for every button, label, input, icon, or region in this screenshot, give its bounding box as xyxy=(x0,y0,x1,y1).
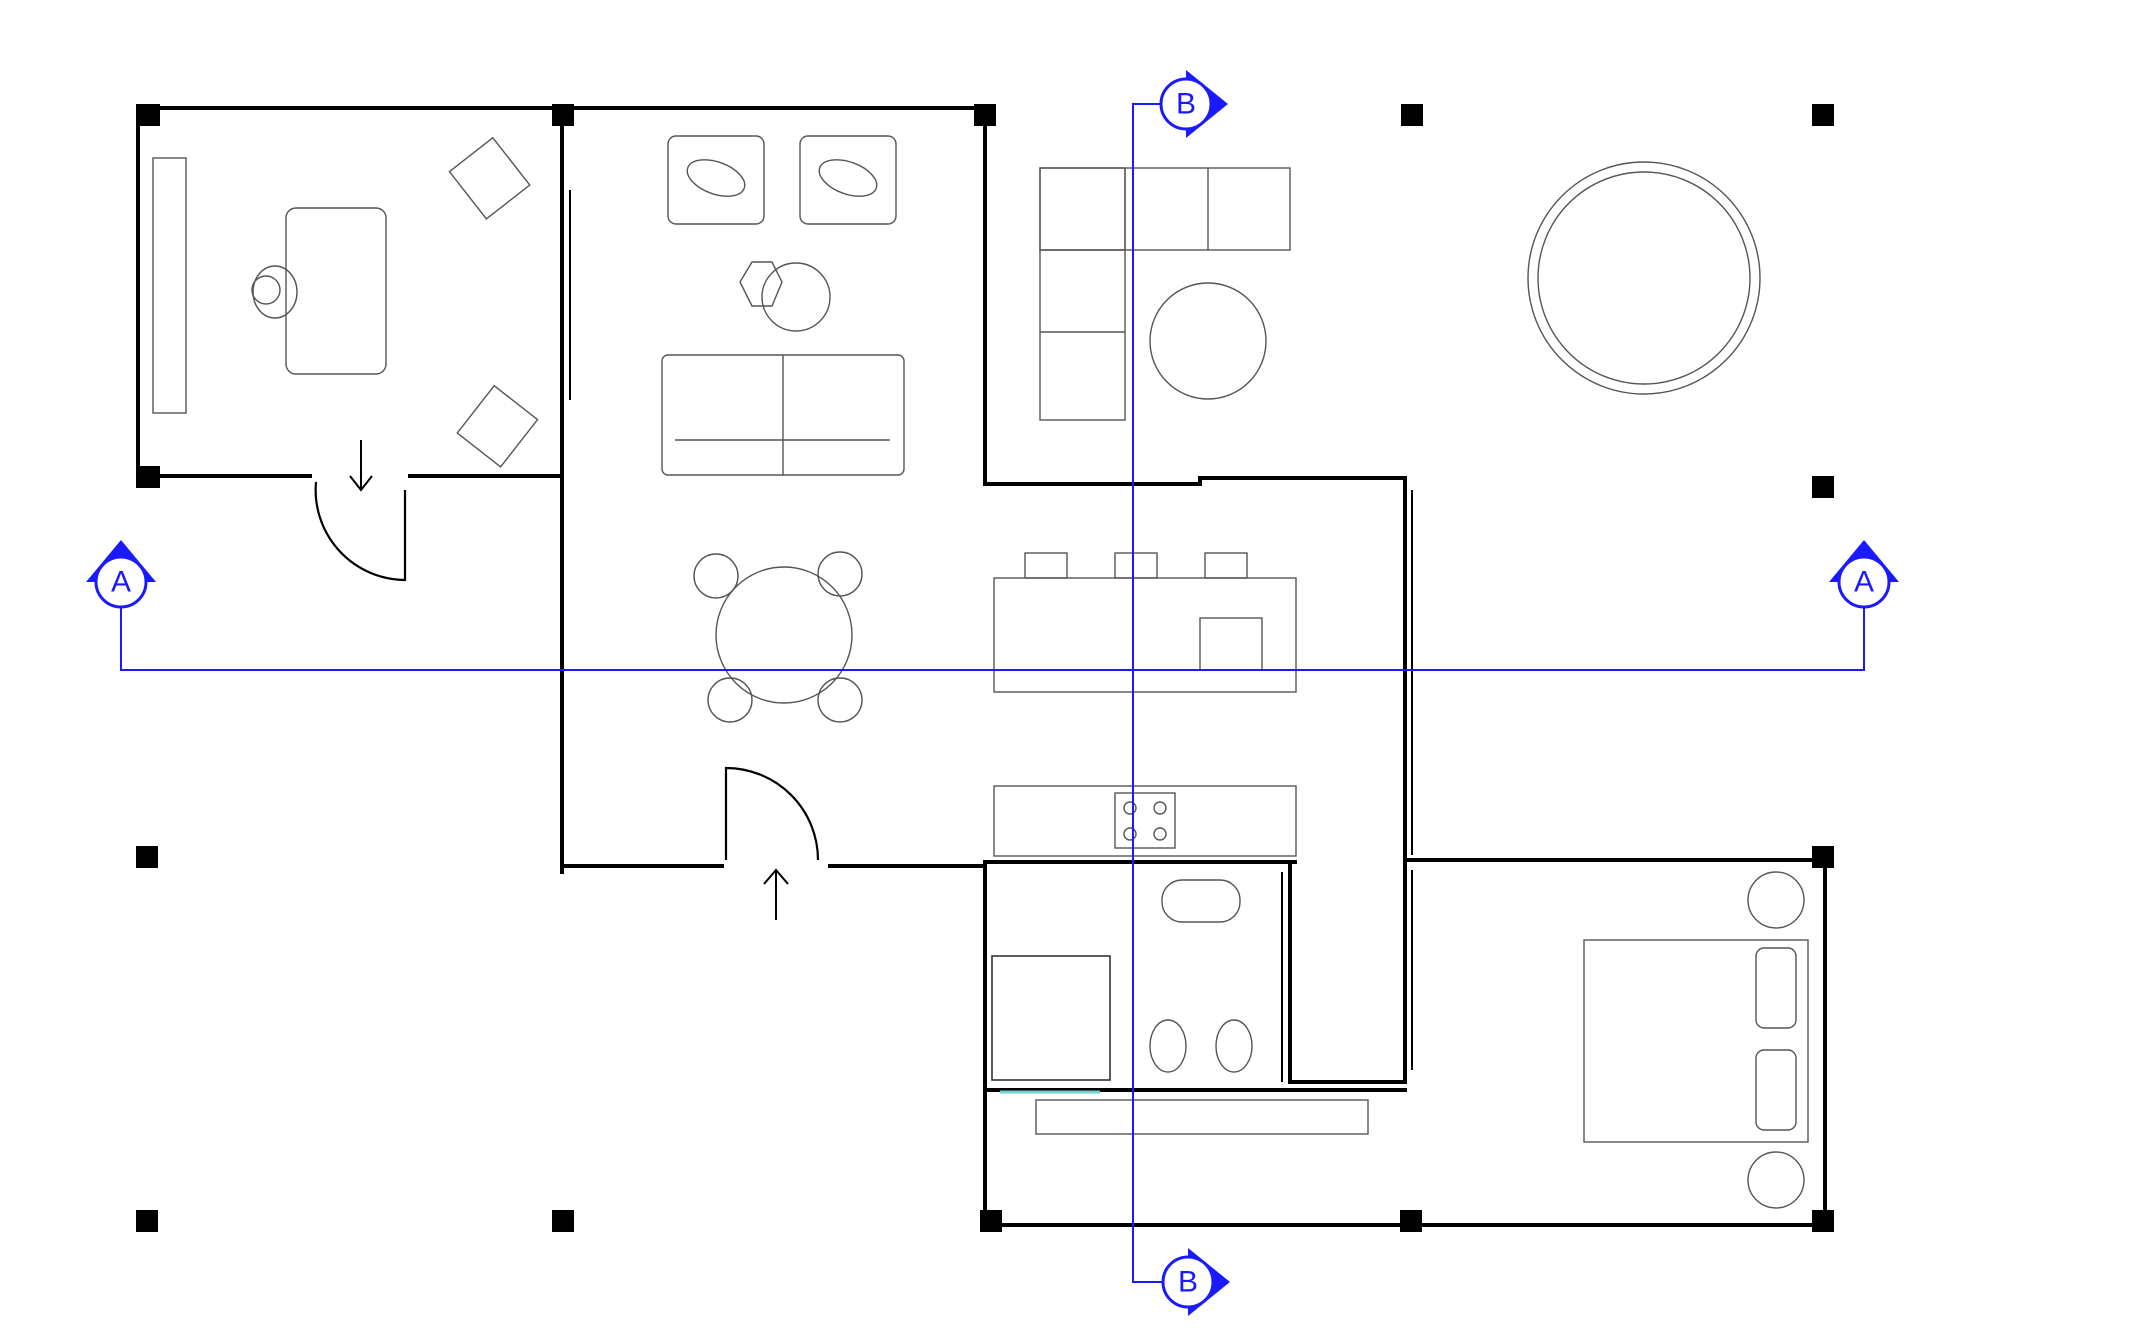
column xyxy=(1812,1210,1834,1232)
column xyxy=(980,1210,1002,1232)
office-shelf xyxy=(152,157,187,414)
toilet xyxy=(1149,1019,1187,1073)
wardrobe xyxy=(1035,1099,1369,1135)
armchair xyxy=(667,135,765,225)
office-chair xyxy=(456,384,539,468)
column xyxy=(136,104,160,126)
entry-door xyxy=(724,766,820,861)
structural-columns xyxy=(136,104,1834,1232)
shower xyxy=(991,955,1111,1081)
bath-sink xyxy=(1161,879,1241,923)
coffee-table xyxy=(761,262,831,332)
section-label-b-top: B xyxy=(1176,88,1196,121)
main-entry-arrow xyxy=(763,868,789,920)
cooktop xyxy=(1114,792,1176,849)
office-entry-arrow xyxy=(349,440,373,492)
section-marker-a-left: A xyxy=(86,540,156,609)
bar-stool xyxy=(1114,552,1158,579)
walls xyxy=(136,106,1827,1227)
office-walls xyxy=(136,106,987,874)
column xyxy=(1812,846,1834,868)
section-line-b xyxy=(1132,103,1180,1283)
column xyxy=(1400,1210,1422,1232)
corner-sofa xyxy=(1039,167,1291,251)
section-label-a-right: A xyxy=(1854,566,1874,599)
section-marker-b-bottom: B xyxy=(1161,1248,1230,1316)
office-desk xyxy=(285,207,387,375)
nightstand xyxy=(1747,1151,1805,1209)
column xyxy=(552,104,574,126)
lounge-table xyxy=(1149,282,1267,400)
column xyxy=(1812,104,1834,126)
dining-table xyxy=(715,566,853,704)
column xyxy=(974,104,996,126)
section-line-a xyxy=(120,582,1865,671)
column xyxy=(136,466,160,488)
section-markers: A A B B xyxy=(86,70,1899,1316)
armchair xyxy=(799,135,897,225)
round-rug xyxy=(1527,161,1761,395)
dining-person xyxy=(707,677,753,723)
section-label-a-left: A xyxy=(111,566,131,599)
nightstand xyxy=(1747,871,1805,929)
side-table xyxy=(739,261,783,307)
bathroom-walls xyxy=(983,858,1407,1092)
column xyxy=(1401,104,1423,126)
section-marker-b-top: B xyxy=(1159,70,1228,138)
dining-person xyxy=(693,553,739,599)
kitchen-island xyxy=(993,577,1297,693)
kitchen-counter xyxy=(993,785,1297,857)
bar-stool xyxy=(1024,552,1068,579)
column xyxy=(136,1210,158,1232)
office-door xyxy=(314,481,407,582)
column xyxy=(136,846,158,868)
column xyxy=(552,1210,574,1232)
dining-person xyxy=(817,677,863,723)
section-label-b-bottom: B xyxy=(1178,1266,1198,1299)
doors xyxy=(314,440,820,920)
office-person xyxy=(251,265,298,319)
section-marker-a-right: A xyxy=(1829,540,1899,609)
island-sink xyxy=(1199,617,1263,671)
living-walls xyxy=(983,106,1827,1227)
pillow xyxy=(1755,947,1797,1029)
dining-person xyxy=(817,551,863,597)
bidet xyxy=(1215,1019,1253,1073)
column xyxy=(1812,476,1834,498)
bar-stool xyxy=(1204,552,1248,579)
office-chair xyxy=(448,136,531,220)
furniture xyxy=(152,135,1809,1209)
bed xyxy=(1583,939,1809,1143)
pillow xyxy=(1755,1049,1797,1131)
